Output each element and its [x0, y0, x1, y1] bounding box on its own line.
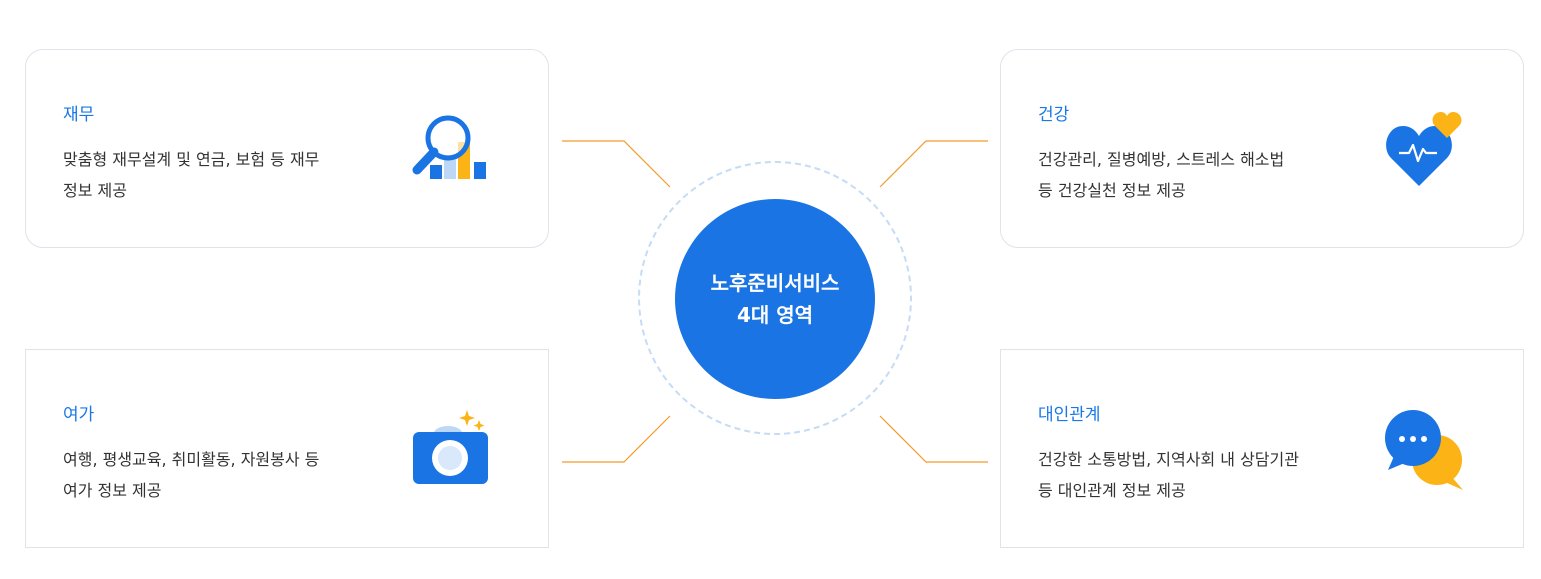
card-health-title: 건강: [1038, 105, 1070, 125]
card-leisure-title: 여가: [63, 405, 95, 425]
card-relation-desc-line1: 건강한 소통방법, 지역사회 내 상담기관: [1038, 450, 1299, 469]
card-finance-desc-line1: 맞춤형 재무설계 및 연금, 보험 등 재무: [63, 150, 320, 169]
center-dashed-ring: [638, 161, 912, 435]
card-finance-desc-line2: 정보 제공: [63, 181, 127, 200]
card-leisure-desc-line1: 여행, 평생교육, 취미활동, 자원봉사 등: [63, 450, 320, 469]
connector-relation: [879, 415, 988, 463]
card-finance: 재무 맞춤형 재무설계 및 연금, 보험 등 재무 정보 제공: [25, 49, 549, 248]
center-label-line2: 4대 영역: [736, 303, 814, 327]
center-label-line1: 노후준비서비스: [710, 271, 840, 295]
card-leisure-desc-line2: 여가 정보 제공: [63, 481, 162, 500]
connector-finance: [562, 140, 671, 188]
center-circle: 노후준비서비스 4대 영역: [675, 199, 875, 399]
connector-health: [879, 140, 988, 188]
card-relation-desc: 건강한 소통방법, 지역사회 내 상담기관 등 대인관계 정보 제공: [1038, 444, 1338, 506]
heart-pulse-icon: [1385, 110, 1465, 190]
card-health: 건강 건강관리, 질병예방, 스트레스 해소법 등 건강실천 정보 제공: [1000, 49, 1524, 248]
card-leisure-desc: 여행, 평생교육, 취미활동, 자원봉사 등 여가 정보 제공: [63, 444, 363, 506]
card-health-desc: 건강관리, 질병예방, 스트레스 해소법 등 건강실천 정보 제공: [1038, 144, 1338, 206]
card-relation-title: 대인관계: [1038, 405, 1101, 425]
card-finance-desc: 맞춤형 재무설계 및 연금, 보험 등 재무 정보 제공: [63, 144, 363, 206]
chat-bubbles-icon: [1385, 410, 1465, 490]
camera-icon: [410, 410, 490, 490]
card-finance-title: 재무: [63, 105, 95, 125]
card-leisure: 여가 여행, 평생교육, 취미활동, 자원봉사 등 여가 정보 제공: [25, 349, 549, 548]
card-health-desc-line2: 등 건강실천 정보 제공: [1038, 181, 1186, 200]
card-relation: 대인관계 건강한 소통방법, 지역사회 내 상담기관 등 대인관계 정보 제공: [1000, 349, 1524, 548]
card-relation-desc-line2: 등 대인관계 정보 제공: [1038, 481, 1186, 500]
connector-leisure: [562, 415, 671, 463]
card-health-desc-line1: 건강관리, 질병예방, 스트레스 해소법: [1038, 150, 1285, 169]
magnifier-chart-icon: [410, 110, 490, 190]
